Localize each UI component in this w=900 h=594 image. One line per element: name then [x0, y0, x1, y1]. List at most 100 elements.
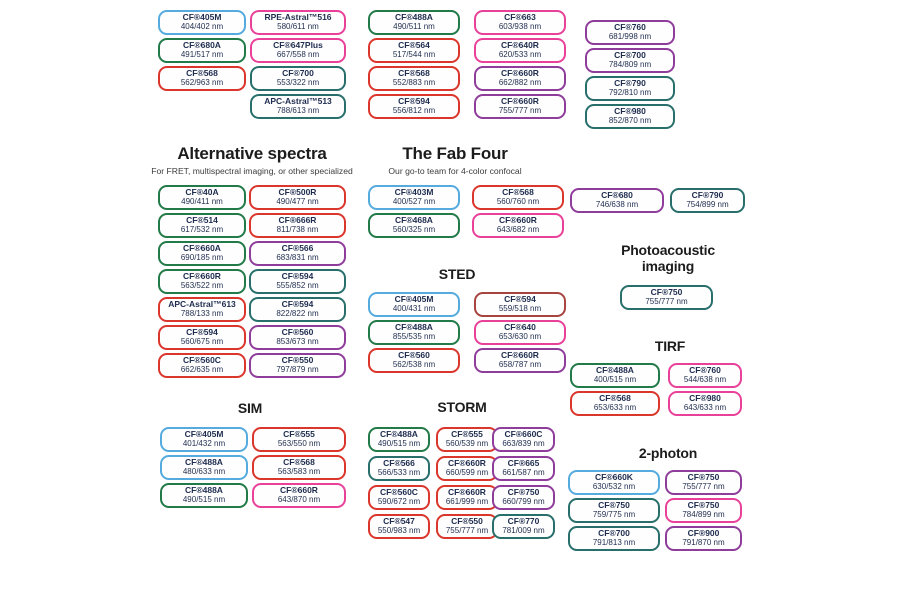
dye-name: CF®560	[281, 327, 314, 338]
section-title-storm: STORM	[437, 399, 487, 415]
dye-name: CF®40A	[185, 187, 219, 198]
dye-name: CF®790	[614, 78, 646, 89]
dye-wavelengths: 781/009 nm	[502, 525, 545, 535]
dye-wavelengths: 559/518 nm	[498, 303, 542, 313]
dye-wavelengths: 822/822 nm	[276, 308, 319, 318]
dye-wavelengths: 653/630 nm	[498, 331, 542, 341]
dye-wavelengths: 852/870 nm	[608, 115, 652, 125]
dye-name: CF®468A	[395, 215, 433, 226]
dye-wavelengths: 853/673 nm	[276, 336, 319, 346]
dye-wavelengths: 620/533 nm	[498, 49, 542, 59]
dye-wavelengths: 797/879 nm	[276, 364, 319, 374]
dye-name: CF®680A	[183, 40, 221, 51]
dye-name: CF®594	[186, 327, 218, 338]
dye-name: CF®566	[383, 458, 415, 469]
section-title-tirf: TIRF	[654, 338, 686, 354]
dye-name: CF®568	[186, 68, 218, 79]
dye-name: CF®560	[398, 350, 430, 361]
dye-name: CF®660R	[501, 96, 539, 107]
dye-name: CF®568	[283, 457, 315, 468]
dye-wavelengths: 556/812 nm	[392, 105, 436, 115]
dye-wavelengths: 746/638 nm	[595, 199, 639, 209]
dye-name: CF®594	[281, 271, 314, 282]
dye-wavelengths: 791/813 nm	[592, 537, 636, 547]
dye-wavelengths: 517/544 nm	[392, 49, 436, 59]
dye-wavelengths: 490/511 nm	[393, 21, 435, 31]
dye-wavelengths: 617/532 nm	[180, 224, 224, 234]
dye-name: CF®647Plus	[273, 40, 323, 51]
dye-name: CF®790	[691, 190, 724, 201]
dye-name: CF®660R	[499, 215, 537, 226]
dye-wavelengths: 566/533 nm	[377, 467, 421, 477]
dye-name: APC-Astral™613	[168, 299, 236, 310]
dye-wavelengths: 759/775 nm	[592, 509, 636, 519]
dye-wavelengths: 784/899 nm	[682, 509, 725, 519]
dye-wavelengths: 562/538 nm	[392, 359, 436, 369]
dye-name: CF®547	[383, 516, 415, 527]
dye-wavelengths: 490/515 nm	[182, 494, 226, 504]
dye-wavelengths: 560/325 nm	[392, 224, 436, 234]
dye-name: CF®900	[687, 528, 720, 539]
dye-name: CF®488A	[185, 485, 223, 496]
dye-name: RPE-Astral™516	[264, 12, 332, 23]
section-subtitle-alternative-spectra: For FRET, multispectral imaging, or othe…	[151, 166, 353, 176]
dye-name: CF®564	[398, 40, 430, 51]
dye-wavelengths: 667/558 nm	[276, 49, 320, 59]
dye-wavelengths: 400/431 nm	[392, 303, 436, 313]
section-subtitle-fab-four: Our go-to team for 4-color confocal	[388, 166, 522, 176]
dye-wavelengths: 643/682 nm	[496, 224, 540, 234]
dye-wavelengths: 755/777 nm	[645, 296, 688, 306]
dye-wavelengths: 580/611 nm	[277, 21, 319, 31]
dye-wavelengths: 643/633 nm	[683, 402, 727, 412]
dye-name: CF®514	[186, 215, 218, 226]
dye-wavelengths: 788/133 nm	[180, 308, 224, 318]
dye-name: CF®594	[281, 299, 314, 310]
dye-name: CF®700	[598, 528, 630, 539]
dye-wavelengths: 663/839 nm	[502, 438, 545, 448]
dye-wavelengths: 660/599 nm	[445, 467, 489, 477]
dye-name: CF®750	[687, 500, 720, 511]
dye-name: CF®500R	[278, 187, 317, 198]
dye-wavelengths: 755/777 nm	[682, 481, 725, 491]
dye-wavelengths: 553/322 nm	[276, 77, 320, 87]
dye-wavelengths: 643/870 nm	[277, 494, 321, 504]
dye-name: CF®594	[398, 96, 430, 107]
dye-wavelengths: 590/672 nm	[377, 496, 421, 506]
dye-wavelengths: 791/870 nm	[682, 537, 725, 547]
dye-name: CF®663	[504, 12, 536, 23]
dye-wavelengths: 788/613 nm	[276, 105, 320, 115]
dye-name: CF®560C	[380, 487, 418, 498]
